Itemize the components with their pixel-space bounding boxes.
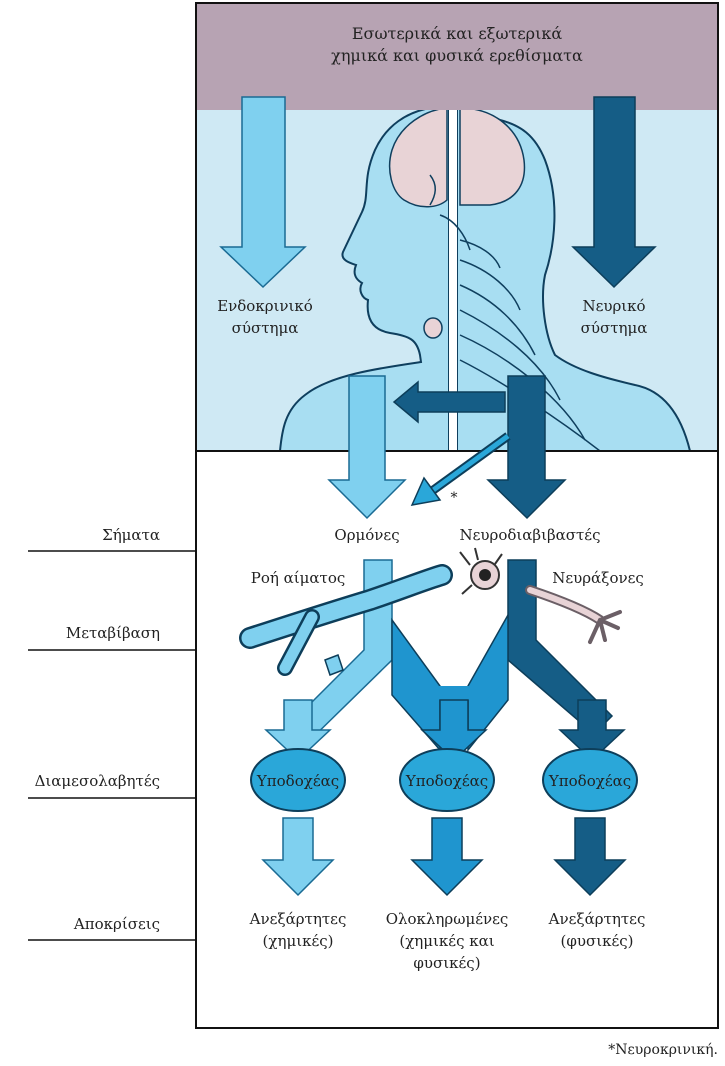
side-label-mediators: Διαμεσολαβητές — [35, 772, 160, 790]
neurotransmitters-label: Νευροδιαβιβαστές — [460, 526, 601, 544]
endocrine-system-label-1: Ενδοκρινικό — [217, 297, 313, 315]
side-label-signals: Σήματα — [102, 526, 160, 544]
response-right-1: Ανεξάρτητες — [548, 910, 646, 928]
asterisk-mark: * — [451, 490, 458, 506]
axons-label: Νευράξονες — [552, 569, 644, 587]
hormones-label: Ορμόνες — [334, 526, 399, 544]
nervous-system-label-2: σύστημα — [581, 319, 648, 337]
blood-flow-label: Ροή αίματος — [251, 569, 346, 587]
response-middle-1: Ολοκληρωμένες — [386, 910, 509, 928]
response-middle-3: φυσικές) — [413, 954, 480, 972]
header-line2: χημικά και φυσικά ερεθίσματα — [331, 46, 583, 65]
receptor-middle-label: Υποδοχέας — [405, 772, 488, 790]
footnote: *Νευροκρινική. — [608, 1042, 718, 1058]
header-line1: Εσωτερικά και εξωτερικά — [352, 24, 562, 43]
response-right-2: (φυσικές) — [561, 932, 634, 950]
side-label-responses: Αποκρίσεις — [73, 915, 160, 933]
receptor-right-label: Υποδοχέας — [548, 772, 631, 790]
response-left-1: Ανεξάρτητες — [249, 910, 347, 928]
endocrine-system-label-2: σύστημα — [232, 319, 299, 337]
response-middle-2: (χημικές και — [399, 932, 494, 950]
side-label-transmission: Μεταβίβαση — [66, 624, 160, 642]
nervous-system-label-1: Νευρικό — [582, 297, 645, 315]
response-left-2: (χημικές) — [263, 932, 334, 950]
receptor-left-label: Υποδοχέας — [256, 772, 339, 790]
